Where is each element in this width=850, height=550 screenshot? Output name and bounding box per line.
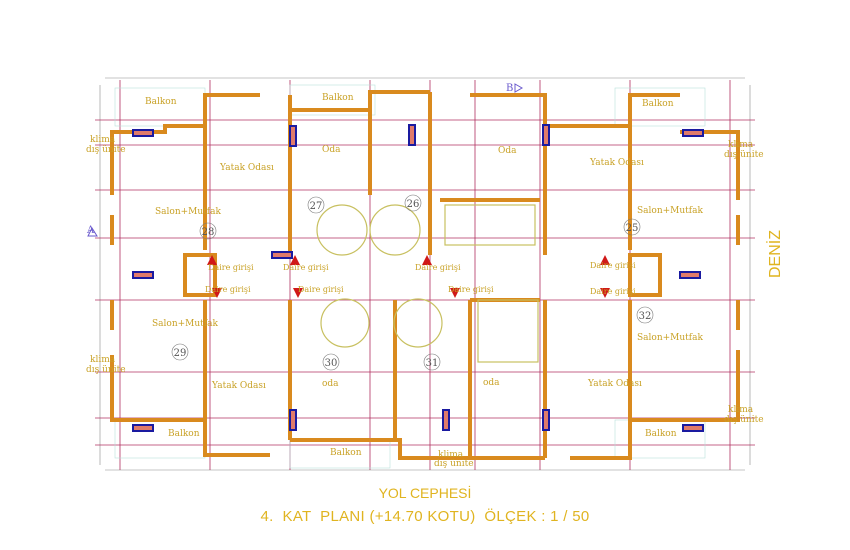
label-klima: dış ünite	[86, 145, 126, 155]
label-yatak-odasi: Yatak Odası	[219, 163, 274, 173]
label-salon-mutfak: Salon+Mutfak	[637, 333, 703, 343]
spiral-stair-30	[320, 298, 370, 348]
unit-number: 30	[325, 358, 338, 369]
entry-arrows	[207, 255, 610, 298]
label-daire-girisi: Daire girişi	[205, 285, 251, 294]
label-salon-mutfak: Salon+Mutfak	[155, 207, 221, 217]
label-klima: klima	[728, 405, 754, 415]
label-klima: dış ünite	[724, 415, 764, 425]
label-daire-girisi: Daire girişi	[590, 261, 636, 270]
plan-title: 4. KAT PLANI (+14.70 KOTU) ÖLÇEK : 1 / 5…	[260, 508, 590, 525]
label-daire-girisi: Daire girişi	[298, 285, 344, 294]
spiral-stair-31	[393, 298, 443, 348]
unit-number: 26	[407, 199, 420, 210]
side-label-deniz: DENİZ	[767, 230, 784, 278]
unit-number: 31	[426, 358, 439, 369]
walls	[110, 90, 740, 460]
label-oda: oda	[483, 378, 500, 388]
spiral-stair-27	[316, 204, 368, 256]
balcony-sw	[114, 419, 206, 459]
spiral-stair-26	[369, 204, 421, 256]
label-klima: klima	[90, 135, 116, 145]
label-klima: dış ünite	[724, 150, 764, 160]
section-b-label: B	[506, 83, 513, 94]
unit-number: 28	[202, 227, 215, 238]
section-marker-a: A	[86, 225, 98, 237]
label-daire-girisi: Daire girişi	[590, 287, 636, 296]
label-yatak-odasi: Yatak Odası	[589, 158, 644, 168]
label-balkon: Balkon	[645, 429, 677, 439]
label-salon-mutfak: Salon+Mutfak	[637, 206, 703, 216]
section-marker-b: B	[506, 83, 524, 94]
label-daire-girisi: Daire girişi	[208, 263, 254, 272]
label-klima: dış ünite	[86, 365, 126, 375]
label-balkon: Balkon	[330, 448, 362, 458]
radiators	[132, 124, 704, 432]
label-balkon: Balkon	[322, 93, 354, 103]
label-klima: klima	[728, 140, 754, 150]
label-oda: Oda	[498, 146, 517, 156]
elevator-lobby	[444, 204, 536, 246]
label-daire-girisi: Daire girişi	[283, 263, 329, 272]
label-balkon: Balkon	[168, 429, 200, 439]
label-oda: Oda	[322, 145, 341, 155]
section-a-label: A	[86, 225, 95, 236]
unit-number: 25	[626, 223, 639, 234]
axis-grid-lines	[95, 80, 755, 470]
unit-number: 29	[174, 348, 187, 359]
main-stair	[477, 299, 539, 363]
label-daire-girisi: Daire girişi	[448, 285, 494, 294]
label-yatak-odasi: Yatak Odası	[587, 379, 642, 389]
front-label-yol-cephesi: YOL CEPHESİ	[378, 485, 472, 501]
label-daire-girisi: Daire girişi	[415, 263, 461, 272]
unit-numbers: 28 27 26 25 29 30 31 32	[171, 194, 654, 371]
label-balkon: Balkon	[145, 97, 177, 107]
balcony-ne	[614, 87, 706, 127]
spiral-stairs	[316, 204, 539, 363]
label-salon-mutfak: Salon+Mutfak	[152, 319, 218, 329]
label-yatak-odasi: Yatak Odası	[211, 381, 266, 391]
unit-number: 27	[310, 201, 323, 212]
label-klima: klima	[90, 355, 116, 365]
unit-number: 32	[639, 311, 652, 322]
label-klima: klima	[438, 450, 464, 460]
label-oda: oda	[322, 379, 339, 389]
label-klima: dış ünite	[434, 459, 474, 469]
dimension-lines	[99, 77, 751, 471]
label-balkon: Balkon	[642, 99, 674, 109]
